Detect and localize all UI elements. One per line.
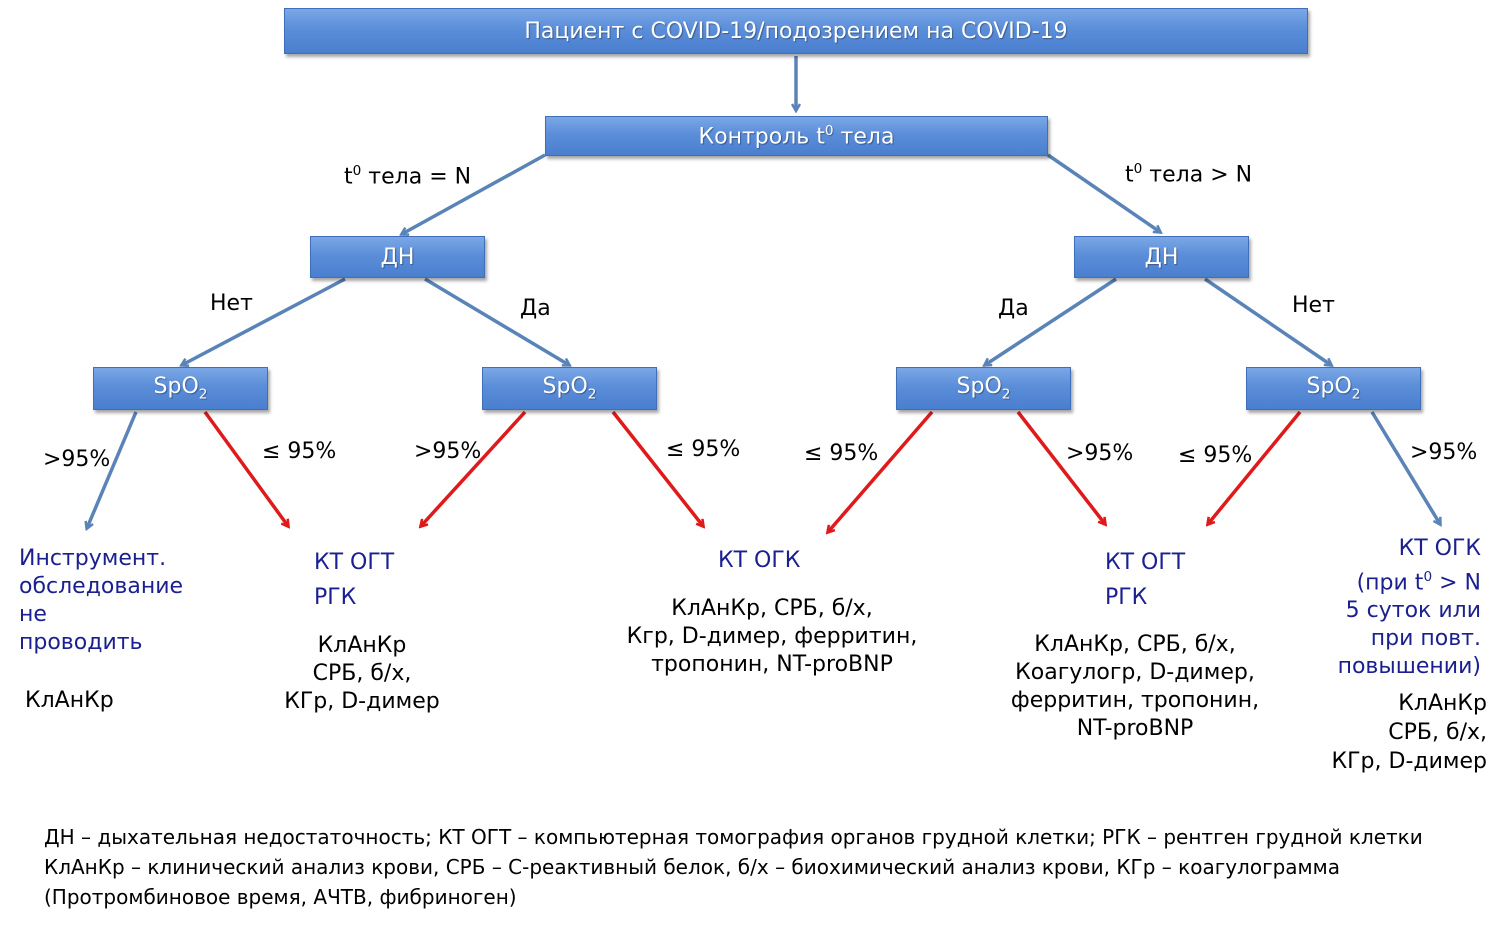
legend: ДН – дыхательная недостаточность; КТ ОГТ… [44, 822, 1423, 912]
branch-da-left: Да [520, 296, 551, 321]
arrow-dn-left-to-spo2-2 [424, 277, 569, 365]
branch-le95-2: ≤ 95% [666, 437, 741, 462]
spo2-label-2: SpO2 [542, 374, 597, 403]
temp-control-box: Контроль t0 тела [545, 116, 1048, 156]
branch-net-right: Нет [1292, 293, 1335, 318]
outcome-2-text: КТ ОГТ РГК [314, 550, 395, 610]
outcome-3-labs: КлАнКр, СРБ, б/х, Кгр, D-димер, ферритин… [626, 596, 918, 677]
branch-le95-1: ≤ 95% [262, 439, 337, 464]
root-box: Пациент с COVID-19/подозрением на COVID-… [284, 8, 1308, 54]
arrow-spo2-4-to-outcome-5 [1370, 411, 1440, 524]
arrow-spo2-2-to-outcome-2 [421, 410, 527, 526]
dn-left-box: ДН [310, 236, 485, 278]
spo2-box-4: SpO2 [1246, 367, 1421, 410]
outcome-4-labs: КлАнКр, СРБ, б/х, Коагулогр, D-димер, фе… [1010, 632, 1260, 741]
dn-right-box: ДН [1074, 236, 1249, 278]
branch-da-right: Да [998, 296, 1029, 321]
branch-le95-4: ≤ 95% [1178, 443, 1253, 468]
dn-right-label: ДН [1144, 244, 1179, 270]
spo2-label-3: SpO2 [956, 374, 1011, 403]
arrow-spo2-3-to-outcome-3 [828, 410, 934, 532]
outcome-5-text: КТ ОГК (при t0 > N 5 суток или при повт.… [1337, 536, 1481, 680]
outcome-3-title: КТ ОГК [718, 548, 801, 573]
spo2-box-1: SpO2 [93, 367, 268, 410]
arrow-temp-to-dn-right [1047, 153, 1160, 232]
spo2-box-2: SpO2 [482, 367, 657, 410]
legend-line-1: ДН – дыхательная недостаточность; КТ ОГТ… [44, 825, 1423, 849]
branch-temp-high: t0 тела > N [1125, 161, 1253, 188]
branch-temp-normal: t0 тела = N [344, 163, 472, 190]
branch-gt95-4: >95% [1410, 440, 1478, 465]
arrow-temp-to-dn-left [402, 153, 546, 234]
branch-gt95-2: >95% [414, 439, 482, 464]
arrow-dn-right-to-spo2-4 [1204, 277, 1331, 365]
arrow-spo2-2-to-outcome-3 [611, 410, 703, 526]
branch-le95-3: ≤ 95% [804, 441, 879, 466]
outcome-1-labs: КлАнКр [25, 688, 114, 713]
outcome-1-text: Инструмент. обследование не проводить [19, 546, 184, 655]
arrow-dn-left-to-spo2-1 [182, 277, 346, 365]
root-label: Пациент с COVID-19/подозрением на COVID-… [524, 18, 1068, 44]
outcome-5-labs: КлАнКр СРБ, б/х, КГр, D-димер [1331, 691, 1487, 774]
legend-line-2: КлАнКр – клинический анализ крови, СРБ –… [44, 855, 1340, 879]
branch-gt95-1: >95% [43, 447, 111, 472]
spo2-box-3: SpO2 [896, 367, 1071, 410]
arrow-spo2-1-to-outcome-2 [203, 410, 288, 526]
arrow-spo2-4-to-outcome-4 [1208, 410, 1302, 524]
dn-left-label: ДН [380, 244, 415, 270]
spo2-label-1: SpO2 [153, 374, 208, 403]
arrow-spo2-1-to-outcome-1 [87, 411, 138, 528]
temp-control-label: Контроль t0 тела [698, 122, 895, 150]
branch-gt95-3: >95% [1066, 441, 1134, 466]
arrow-spo2-3-to-outcome-4 [1016, 410, 1105, 524]
arrow-dn-right-to-spo2-3 [985, 277, 1117, 365]
outcome-2-labs: КлАнКр СРБ, б/х, КГр, D-димер [284, 633, 440, 714]
branch-net-left: Нет [210, 291, 253, 316]
legend-line-3: (Протромбиновое время, АЧТВ, фибриноген) [44, 885, 517, 909]
outcome-4-text: КТ ОГТ РГК [1105, 550, 1186, 610]
spo2-label-4: SpO2 [1306, 374, 1361, 403]
